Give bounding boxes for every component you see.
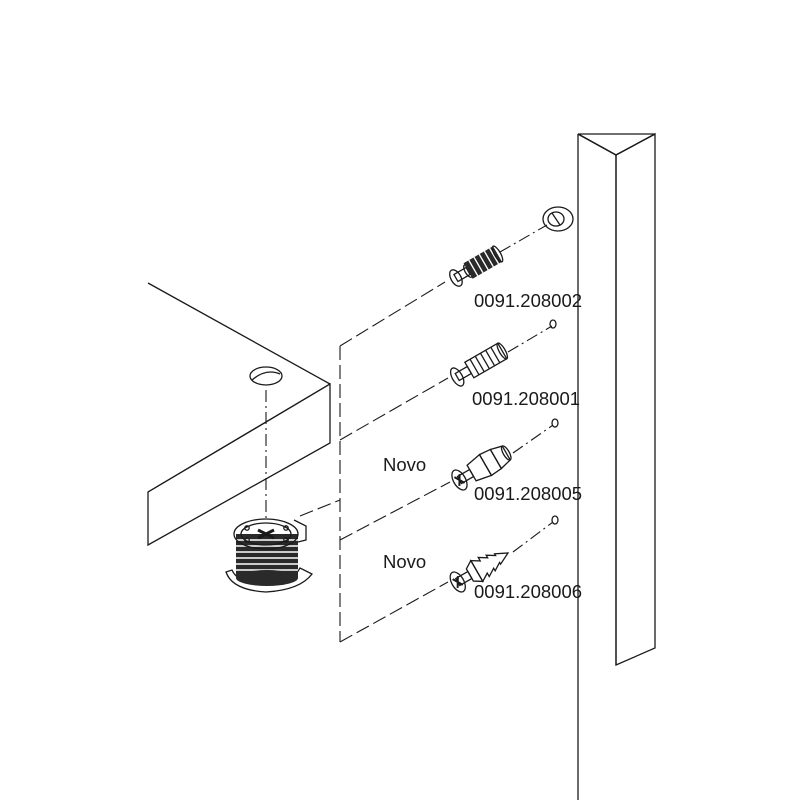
part-code-label: 0091.208006 — [474, 581, 582, 602]
part-208005-dowel — [451, 418, 559, 491]
part-208006-dowel — [449, 515, 559, 593]
side-panel — [577, 132, 656, 800]
part-code-label: 0091.208002 — [474, 290, 582, 311]
new-tag-label: Novo — [383, 454, 426, 475]
part-code-label: 0091.208001 — [472, 388, 580, 409]
shelf-panel — [147, 282, 331, 547]
new-tag-label: Novo — [383, 551, 426, 572]
cam-lock-housing — [225, 518, 313, 593]
ring-sleeve — [542, 206, 574, 232]
connector-lines — [299, 224, 554, 643]
cross-slot-icon — [257, 528, 275, 540]
part-code-label: 0091.208005 — [474, 483, 582, 504]
bore-hole — [249, 366, 283, 386]
part-208001-bolt — [449, 319, 557, 387]
part-208002-bolt — [449, 206, 574, 287]
